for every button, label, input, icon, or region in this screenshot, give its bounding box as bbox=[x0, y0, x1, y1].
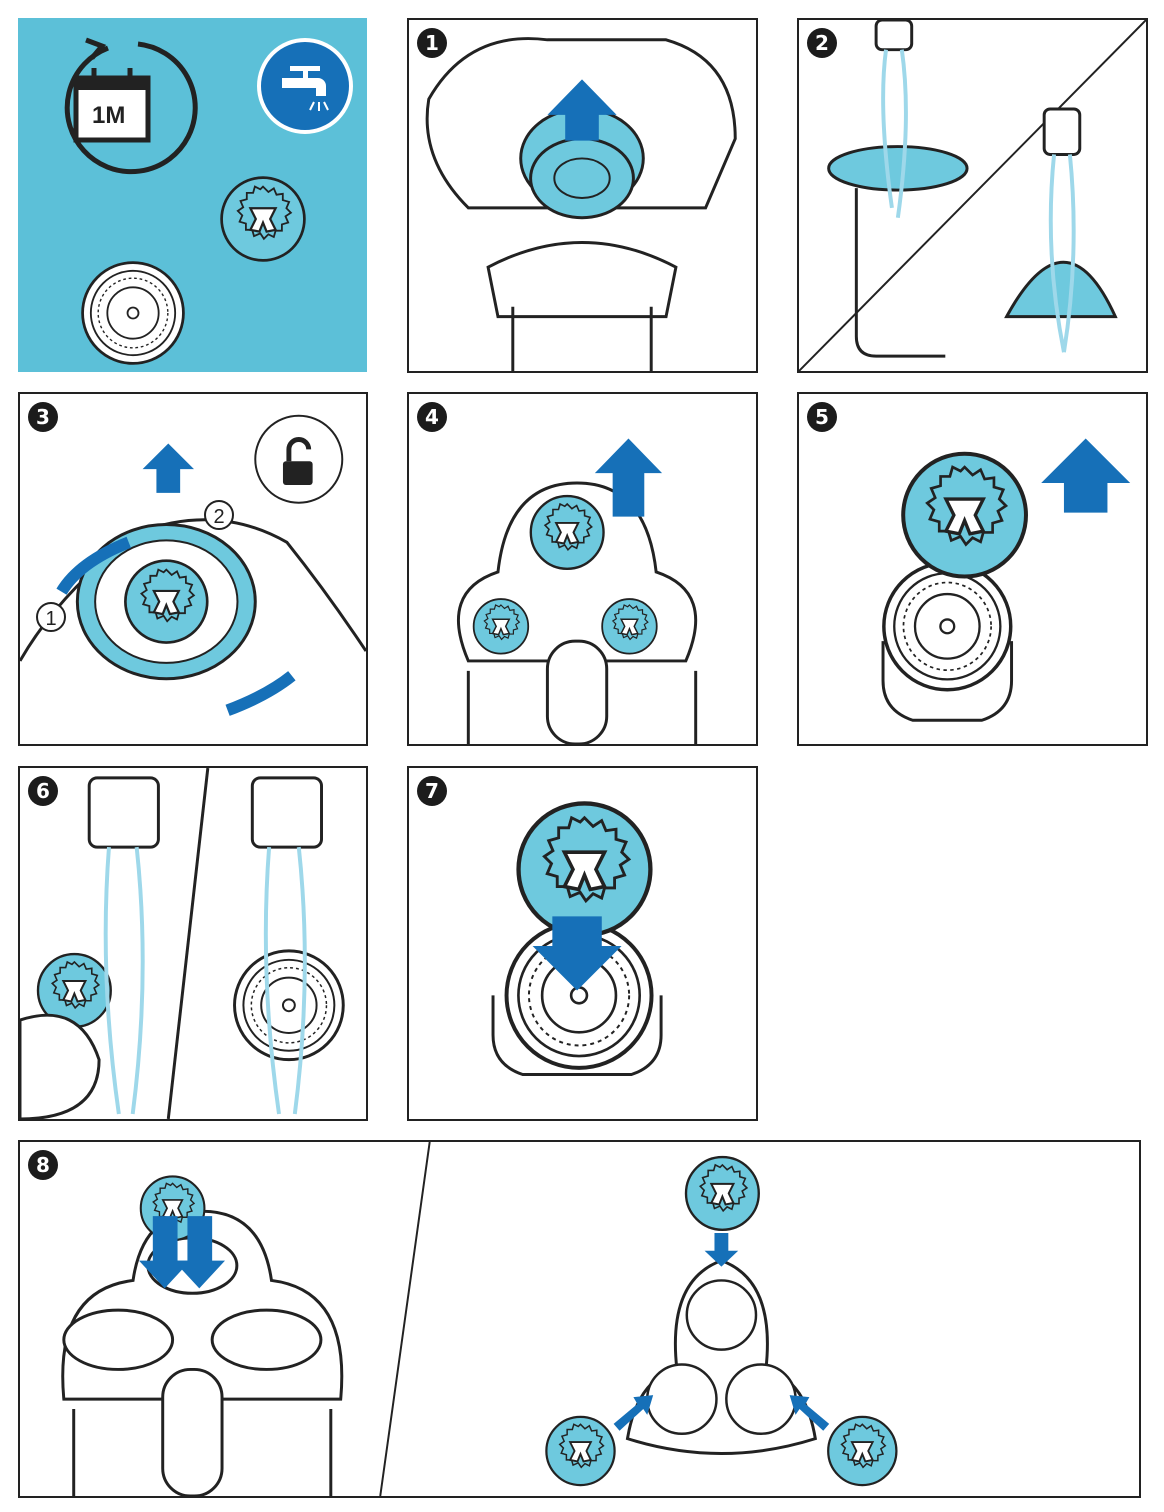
step-8-illustration bbox=[61, 1142, 898, 1496]
step-number: 2 bbox=[807, 28, 837, 58]
step-number: 5 bbox=[807, 402, 837, 432]
step-1-panel: 1 bbox=[407, 18, 758, 373]
step-number: 1 bbox=[417, 28, 447, 58]
down-arrow bbox=[173, 1216, 226, 1289]
diagonal-arrow bbox=[613, 1395, 654, 1431]
step-number: 7 bbox=[417, 776, 447, 806]
calendar-cycle-icon bbox=[64, 37, 198, 175]
sub-step-label-1: 1 bbox=[36, 602, 66, 632]
step-5-illustration bbox=[881, 438, 1131, 722]
up-arrow bbox=[547, 79, 617, 141]
rotate-arrow bbox=[225, 671, 296, 716]
step-4-illustration bbox=[456, 438, 698, 744]
step-number: 3 bbox=[28, 402, 58, 432]
down-arrow bbox=[138, 1216, 191, 1289]
intro-panel: 1M bbox=[18, 18, 367, 372]
rotate-arrow bbox=[56, 536, 131, 595]
step-1-illustration bbox=[425, 37, 737, 371]
step-7-illustration bbox=[491, 768, 663, 1076]
diagonal-arrow bbox=[789, 1395, 830, 1431]
down-arrow bbox=[532, 916, 622, 991]
step-3-illustration bbox=[20, 414, 366, 716]
unlock-icon bbox=[254, 414, 344, 504]
step-6-panel: 6 bbox=[18, 766, 368, 1121]
sub-step-label-2: 2 bbox=[204, 500, 234, 530]
cutter-image bbox=[220, 176, 306, 262]
step-7-panel: 7 bbox=[407, 766, 758, 1121]
step-5-panel: 5 bbox=[797, 392, 1148, 746]
step-8-panel: 8 bbox=[18, 1140, 1141, 1498]
calendar-label: 1M bbox=[92, 102, 126, 129]
step-2-panel: 2 bbox=[797, 18, 1148, 373]
cutter-holder-image bbox=[81, 261, 185, 365]
water-tap-icon bbox=[257, 38, 353, 134]
down-arrow bbox=[704, 1232, 739, 1267]
step-6-illustration bbox=[20, 768, 345, 1119]
step-number: 6 bbox=[28, 776, 58, 806]
intro-illustration bbox=[64, 37, 353, 365]
step-2-illustration bbox=[799, 20, 1146, 371]
up-arrow bbox=[1041, 438, 1131, 513]
up-arrow bbox=[142, 443, 194, 493]
step-number: 8 bbox=[28, 1150, 58, 1180]
step-number: 4 bbox=[417, 402, 447, 432]
step-3-panel: 3 1 2 bbox=[18, 392, 368, 746]
step-4-panel: 4 bbox=[407, 392, 758, 746]
up-arrow bbox=[594, 438, 663, 517]
